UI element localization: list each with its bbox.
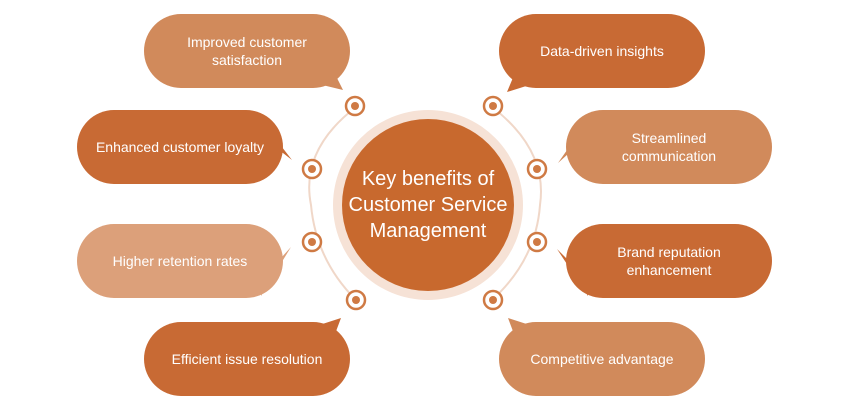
connector-dot [301,231,323,253]
benefit-bubble [77,224,291,298]
bubble-body [144,14,350,88]
connector-dot [482,95,504,117]
benefit-bubble [558,110,772,184]
bubble-body [566,224,772,298]
benefit-bubble [499,14,705,92]
connector-dots [301,95,548,311]
benefit-bubbles [77,14,772,396]
connector-dot [526,231,548,253]
benefit-bubble [144,14,350,90]
connector-dot [344,95,366,117]
bubble-body [499,322,705,396]
benefit-bubble [77,110,292,184]
connector-dot [526,158,548,180]
bubble-body [77,224,283,298]
connector-dot [345,289,367,311]
center-title: Key benefits of Customer Service Managem… [348,168,508,242]
connector-dot [301,158,323,180]
bubble-body [499,14,705,88]
bubble-body [77,110,283,184]
connector-arc [308,106,357,301]
connector-dot [482,289,504,311]
benefit-bubble [557,224,772,298]
connector-arc [491,106,542,301]
connector-lines [308,106,542,301]
bubble-body [566,110,772,184]
benefit-bubble [499,318,705,396]
benefit-bubble [144,318,350,396]
bubble-body [144,322,350,396]
center-circle [342,119,514,291]
